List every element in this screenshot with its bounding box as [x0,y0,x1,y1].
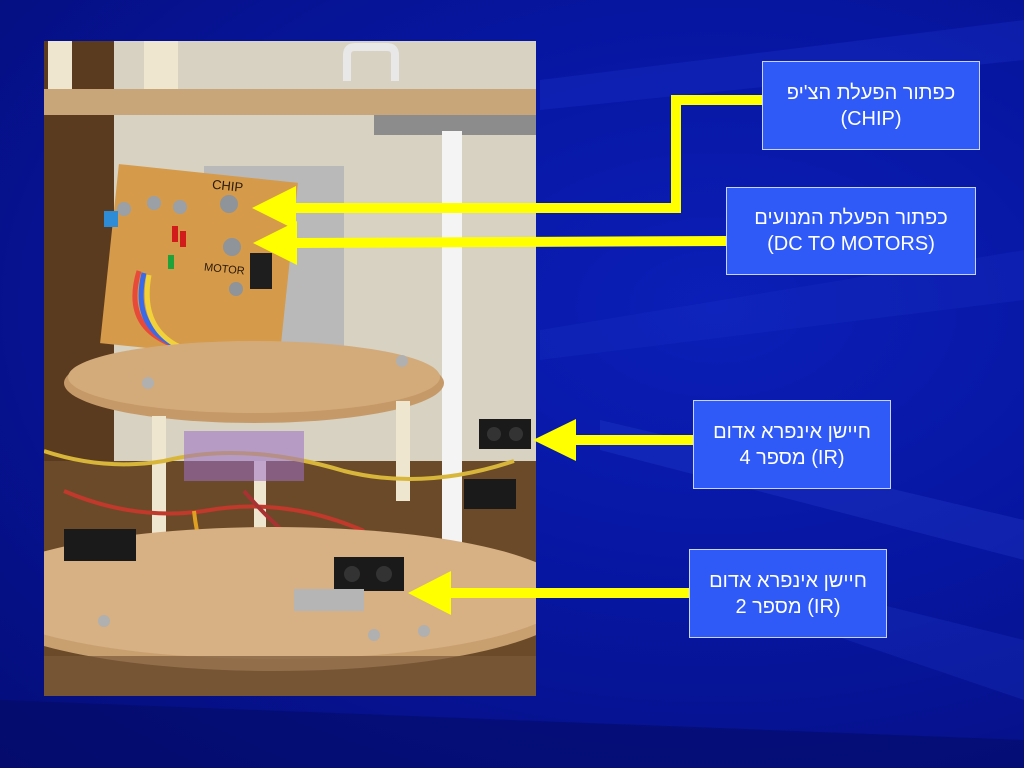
chip-switch [220,195,238,213]
top-handle [343,43,399,81]
board-label-motor: MOTOR [203,261,245,277]
board-label-chip: CHIP [211,177,243,195]
callout-motors-button: כפתור הפעלת המנועים (DC TO MOTORS) [726,187,976,275]
ir-sensor-2 [294,557,404,611]
ir-sensor-3 [464,479,516,509]
control-board: CHIP MOTOR [100,164,298,362]
callout-ir2-line1: חיישן אינפרא אדום [709,569,867,592]
robot-photo: CHIP MOTOR [44,41,536,696]
top-disc [44,89,536,115]
ir-sensor-4 [479,419,531,449]
callout-ir4-line1: חיישן אינפרא אדום [713,420,871,443]
ir-sensor-1 [64,529,136,561]
callout-ir2-line2: (IR) מספר 2 [735,595,841,618]
callout-motors-line1: כפתור הפעלת המנועים [754,207,948,229]
callout-ir-sensor-4: חיישן אינפרא אדום (IR) מספר 4 [693,400,891,489]
motor-switch [223,238,241,256]
callout-chip-button: כפתור הפעלת הצ'יפ (CHIP) [762,61,980,150]
callout-chip-line2: (CHIP) [840,107,902,130]
callout-motors-line2: (DC TO MOTORS) [767,233,935,255]
white-post [442,131,462,586]
callout-ir4-line2: (IR) מספר 4 [739,446,845,469]
callout-ir-sensor-2: חיישן אינפרא אדום (IR) מספר 2 [689,549,887,638]
callout-chip-line1: כפתור הפעלת הצ'יפ [786,81,956,104]
